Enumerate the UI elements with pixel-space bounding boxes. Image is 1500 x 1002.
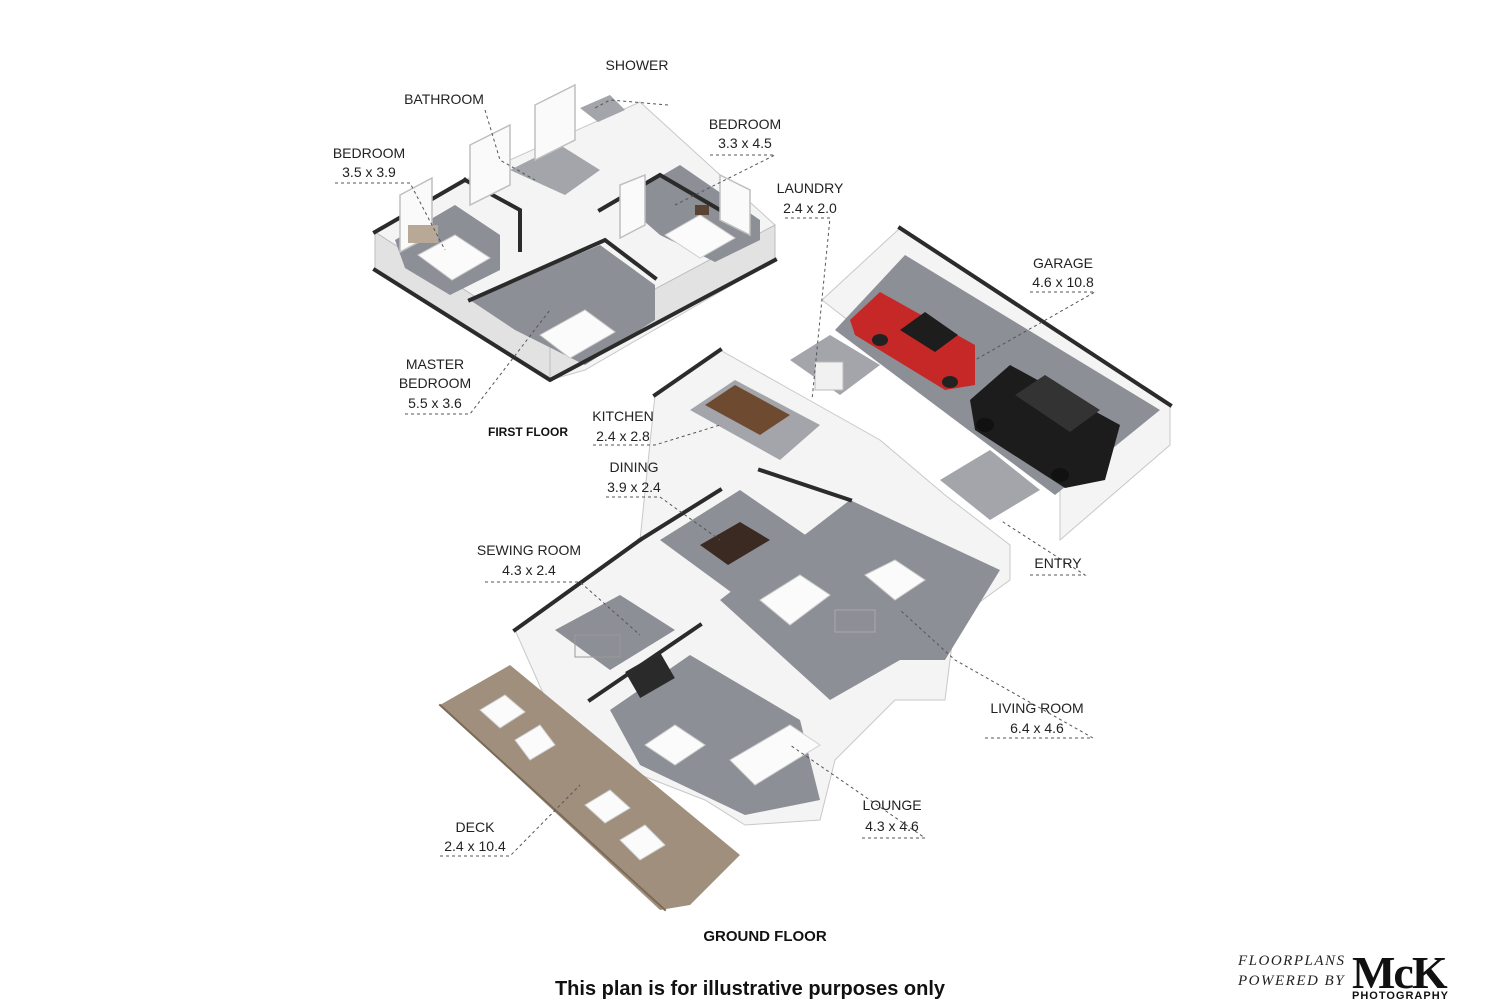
brand-mck-logo: McK xyxy=(1352,947,1448,998)
ground-floor-title: GROUND FLOOR xyxy=(703,928,826,945)
deck-chair-1 xyxy=(479,694,526,729)
shower-label: SHOWER xyxy=(606,57,669,73)
armchair-lounge xyxy=(644,724,706,766)
red-car xyxy=(850,292,975,390)
sofa-lounge xyxy=(729,724,821,786)
kitchen-cabinets xyxy=(705,385,790,435)
first-floor-title: FIRST FLOOR xyxy=(488,425,568,439)
dining-table xyxy=(700,522,770,565)
deck-floor xyxy=(440,665,740,910)
bedroom-left-size: 3.5 x 3.9 xyxy=(342,164,396,180)
bathroom-floor xyxy=(510,145,600,195)
first-floor-model xyxy=(335,83,778,415)
sewing-room-size: 4.3 x 2.4 xyxy=(502,562,556,578)
brand-line-1: FLOORPLANS xyxy=(1238,953,1346,969)
disclaimer-text: This plan is for illustrative purposes o… xyxy=(554,978,946,1000)
bed-master xyxy=(539,309,616,359)
living-room-floor xyxy=(720,500,1000,700)
bedroom-right-size: 3.3 x 4.5 xyxy=(718,135,772,151)
entry-floor xyxy=(940,450,1040,520)
lounge-label: LOUNGE xyxy=(862,797,921,813)
deck-chair-4 xyxy=(619,824,666,861)
living-room-size: 6.4 x 4.6 xyxy=(1010,720,1064,736)
bedroom-right-label: BEDROOM xyxy=(709,116,781,132)
deck-size: 2.4 x 10.4 xyxy=(444,838,506,854)
ground-floor-model xyxy=(438,217,1173,912)
living-room-label: LIVING ROOM xyxy=(990,700,1083,716)
deck-chair-2 xyxy=(514,724,556,761)
black-car xyxy=(970,365,1120,488)
sewing-room-floor xyxy=(555,595,675,670)
deck-chair-3 xyxy=(584,789,631,824)
garage-size: 4.6 x 10.8 xyxy=(1032,274,1094,290)
bed-left xyxy=(417,234,491,281)
laundry-size: 2.4 x 2.0 xyxy=(783,200,837,216)
brand-photography: PHOTOGRAPHY xyxy=(1352,990,1449,1002)
master-bedroom-label-2: BEDROOM xyxy=(399,375,471,391)
deck-label: DECK xyxy=(456,819,496,835)
armchair-living xyxy=(864,559,926,601)
bathroom-label: BATHROOM xyxy=(404,91,484,107)
dining-size: 3.9 x 2.4 xyxy=(607,479,661,495)
kitchen-label: KITCHEN xyxy=(592,408,653,424)
lounge-size: 4.3 x 4.6 xyxy=(865,818,919,834)
shower-floor xyxy=(580,95,625,122)
bed-right xyxy=(664,214,736,259)
master-bedroom-size: 5.5 x 3.6 xyxy=(408,395,462,411)
entry-label: ENTRY xyxy=(1034,555,1082,571)
dining-label: DINING xyxy=(610,459,659,475)
master-bedroom-label-1: MASTER xyxy=(406,356,464,372)
brand-line-2: POWERED BY xyxy=(1238,973,1346,989)
sewing-room-label: SEWING ROOM xyxy=(477,542,581,558)
bedroom-left-label: BEDROOM xyxy=(333,145,405,161)
kitchen-size: 2.4 x 2.8 xyxy=(596,428,650,444)
garage-label: GARAGE xyxy=(1033,255,1093,271)
branding-logo: FLOORPLANS POWERED BY McK PHOTOGRAPHY xyxy=(1234,947,1484,1002)
sofa-living xyxy=(759,574,831,626)
laundry-label: LAUNDRY xyxy=(777,180,844,196)
